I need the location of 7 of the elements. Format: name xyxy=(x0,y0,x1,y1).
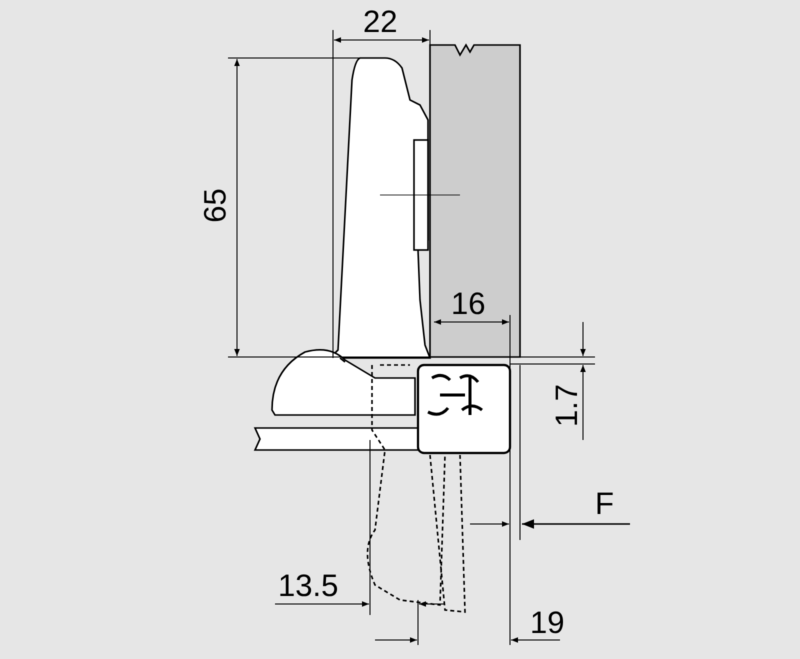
dimension-label: 1.7 xyxy=(551,384,582,428)
dimension-label: 65 xyxy=(200,188,231,223)
force-label: F xyxy=(595,488,614,519)
dimension-label: 22 xyxy=(363,6,398,37)
dimension-label: 19 xyxy=(530,607,564,638)
dimension-label: 16 xyxy=(451,288,486,319)
dimension-label: 13.5 xyxy=(278,570,338,601)
